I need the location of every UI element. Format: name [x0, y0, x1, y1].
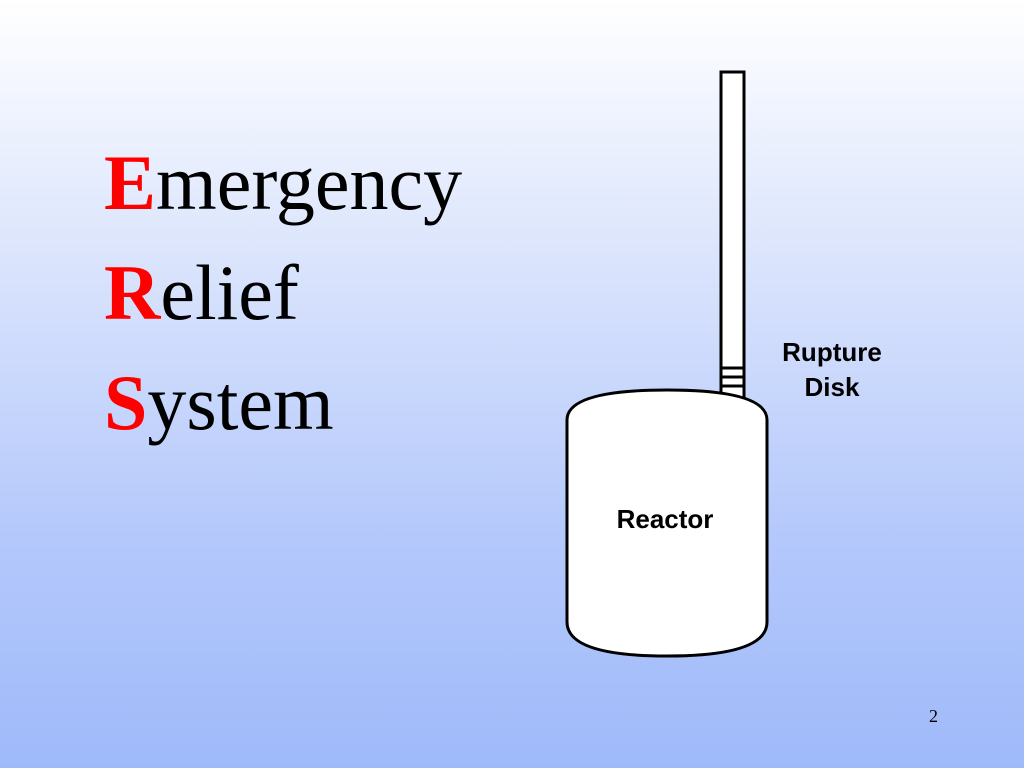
title-rest-system: ystem: [147, 359, 334, 446]
title-line-emergency: Emergency: [104, 128, 462, 238]
vent-pipe: [719, 70, 746, 370]
title-line-relief: Relief: [104, 238, 462, 348]
title-rest-emergency: mergency: [156, 139, 463, 226]
title-line-system: System: [104, 348, 462, 458]
title-initial-e: E: [104, 139, 157, 226]
rupture-disk-label-line2: Disk: [805, 372, 860, 402]
reactor-vessel: [565, 388, 769, 658]
reactor-label: Reactor: [617, 504, 714, 534]
title-initial-s: S: [104, 359, 148, 446]
title-initial-r: R: [104, 249, 161, 336]
title-rest-relief: elief: [160, 249, 299, 336]
page-number: 2: [929, 706, 938, 726]
slide-title: Emergency Relief System: [104, 128, 462, 458]
rupture-disk-label-line1: Rupture: [782, 337, 882, 367]
